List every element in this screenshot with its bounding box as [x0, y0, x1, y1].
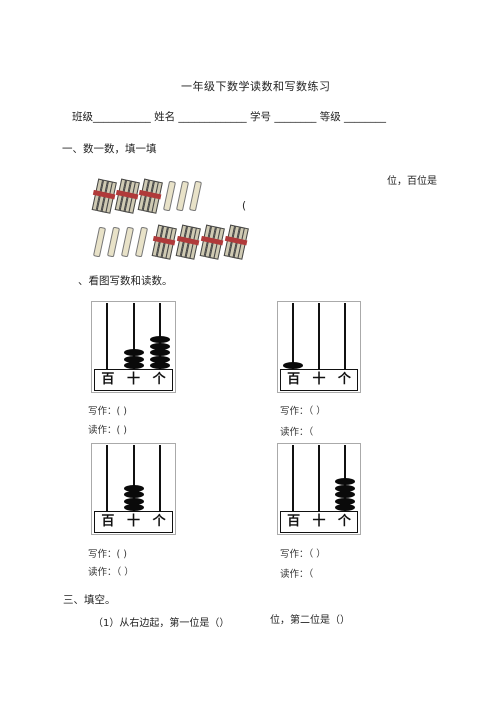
place-label: 个 [337, 514, 351, 529]
place-label: 十 [127, 372, 141, 387]
page-title: 一年级下数学读数和写数练习 [181, 80, 331, 93]
abacus-bead [123, 355, 144, 363]
place-label: 百 [101, 372, 115, 387]
place-label: 个 [337, 372, 351, 387]
abacus-bead [123, 491, 144, 498]
abacus-bead [335, 504, 355, 511]
abacus-rod [132, 445, 135, 511]
abacus-bead [335, 491, 355, 498]
place-label: 百 [287, 372, 301, 387]
abacus-rod [106, 303, 109, 369]
abacus-bead [123, 484, 144, 492]
abacus-bead [149, 355, 170, 363]
abacus-bead [149, 349, 170, 356]
abacus-bead [123, 497, 144, 505]
single-stick [162, 180, 177, 212]
abacus-3-read-label: 读作：（ ） [88, 567, 134, 578]
abacus-bead [335, 497, 355, 505]
place-label: 十 [312, 514, 326, 529]
question-1-left: （1）从右边起，第一位是（） [93, 618, 230, 629]
abacus-3-write-label: 写作：( ) [88, 549, 127, 560]
abacus-rod [292, 445, 294, 511]
abacus-frame [277, 443, 361, 535]
place-label: 百 [101, 514, 115, 529]
abacus-1: 百十个 [91, 301, 176, 393]
student-info-line: 班级___________ 姓名 _____________ 学号 ______… [72, 111, 387, 123]
sticks-row-2 [90, 224, 270, 260]
abacus-bead [149, 362, 170, 369]
abacus-1-write-label: 写作：( ) [88, 406, 127, 417]
stick-bundle [91, 178, 117, 214]
stick-bundle [199, 224, 225, 260]
section1-heading: 一、数一数，填一填 [62, 143, 157, 155]
place-label: 个 [152, 514, 166, 529]
stick-bundle [175, 224, 201, 260]
stick-bundle [223, 224, 249, 260]
abacus-bead [123, 362, 144, 369]
abacus-bead [149, 336, 170, 343]
abacus-rod [318, 445, 320, 511]
abacus-4: 百十个 [277, 443, 361, 535]
abacus-frame [91, 443, 176, 535]
abacus-frame [91, 301, 176, 393]
single-stick [106, 226, 121, 258]
abacus-rod [158, 445, 161, 511]
abacus-rod [292, 303, 294, 369]
section1-side-note: 位，百位是 [387, 176, 437, 187]
abacus-rod [132, 303, 135, 369]
abacus-2-write-label: 写作：（ ） [280, 406, 326, 417]
place-label: 百 [287, 514, 301, 529]
place-value-base: 百十个 [280, 511, 358, 533]
abacus-bead [335, 484, 355, 492]
abacus-bead [149, 342, 170, 350]
stick-bundle [137, 178, 163, 214]
abacus-4-write-label: 写作：（ ） [280, 549, 326, 560]
place-value-base: 百十个 [280, 369, 358, 391]
single-stick [92, 226, 107, 258]
section3-heading: 三、填空。 [63, 594, 116, 606]
single-stick [120, 226, 135, 258]
section1-paren: ( [242, 200, 247, 212]
abacus-1-read-label: 读作：( ) [88, 425, 127, 436]
place-label: 个 [152, 372, 166, 387]
abacus-bead [123, 504, 144, 511]
place-label: 十 [312, 372, 326, 387]
abacus-bead [283, 362, 303, 369]
single-stick [175, 180, 190, 212]
abacus-rod [318, 303, 320, 369]
single-stick [188, 180, 203, 212]
place-value-base: 百十个 [94, 369, 173, 391]
question-1-right: 位，第二位是（） [270, 615, 350, 626]
place-label: 十 [127, 514, 141, 529]
abacus-bead [335, 478, 355, 485]
abacus-2-read-label: 读作：（ [280, 427, 314, 438]
abacus-2: 百十个 [277, 301, 361, 393]
abacus-4-read-label: 读作：（ [280, 569, 314, 580]
single-stick [134, 226, 149, 258]
abacus-frame [277, 301, 361, 393]
abacus-3: 百十个 [91, 443, 176, 535]
section2-heading: 、看图写数和读数。 [78, 275, 173, 287]
place-value-base: 百十个 [94, 511, 173, 533]
stick-bundle [114, 178, 140, 214]
sticks-row-1 [90, 176, 205, 216]
abacus-rod [344, 303, 346, 369]
abacus-rod [106, 445, 109, 511]
abacus-bead [123, 349, 144, 356]
stick-bundle [151, 224, 177, 260]
